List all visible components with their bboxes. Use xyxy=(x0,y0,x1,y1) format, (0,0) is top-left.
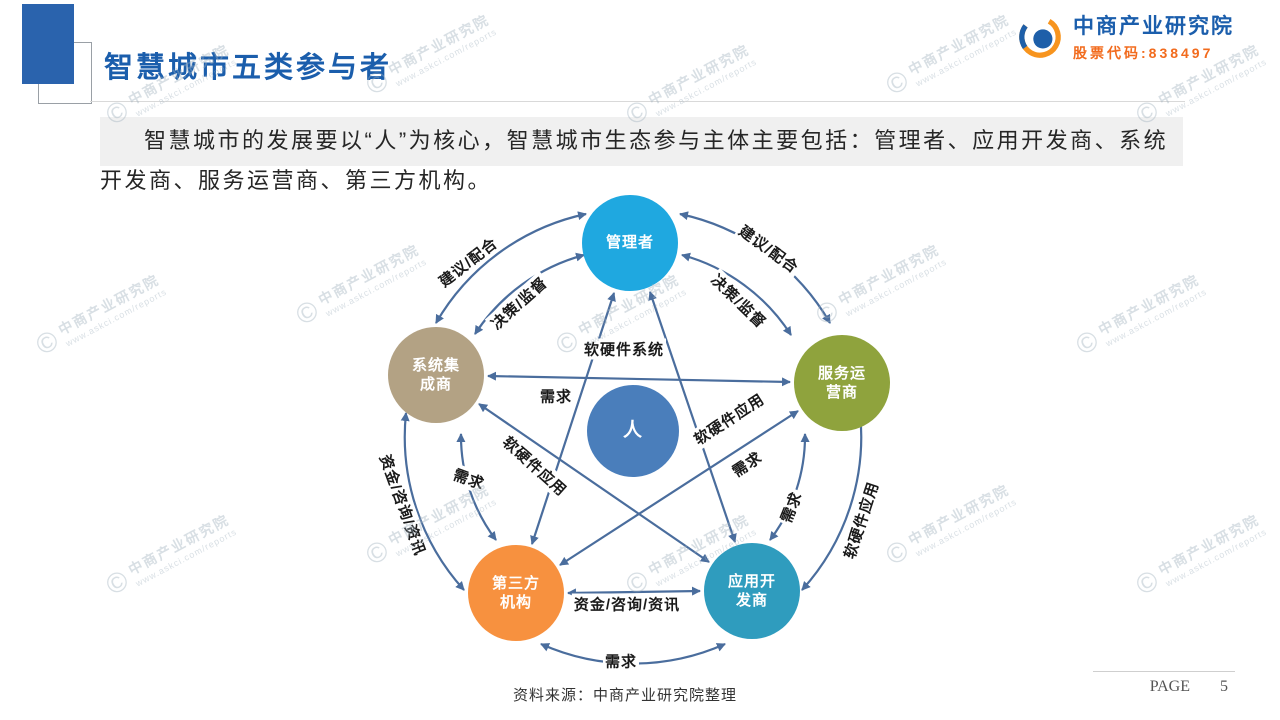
intro-highlight-bar xyxy=(100,117,1183,166)
source-note: 资料来源：中商产业研究院整理 xyxy=(512,687,737,704)
node-manager: 管理者 xyxy=(582,195,678,291)
page-number: 5 xyxy=(1220,678,1228,695)
node-app-developer: 应用开 发商 xyxy=(704,543,800,639)
page-label: PAGE xyxy=(1149,678,1190,695)
node-third-party: 第三方 机构 xyxy=(468,545,564,641)
page-indicator: PAGE 5 xyxy=(1150,678,1228,696)
node-service-operator-label: 服务运 营商 xyxy=(817,364,866,402)
edge-system-service xyxy=(487,371,791,387)
node-manager-label: 管理者 xyxy=(605,234,654,252)
node-app-developer-label: 应用开 发商 xyxy=(727,572,776,610)
node-people-center: 人 xyxy=(587,385,679,477)
node-service-operator: 服务运 营商 xyxy=(794,335,890,431)
brand-name: 中商产业研究院 xyxy=(1073,15,1234,38)
footer-divider xyxy=(1093,671,1235,672)
node-system-integrator: 系统集 成商 xyxy=(388,327,484,423)
node-people-label: 人 xyxy=(622,419,643,441)
slide-title: 智慧城市五类参与者 xyxy=(104,52,393,84)
brand-block: 中商产业研究院 股票代码:838497 xyxy=(1017,10,1234,63)
edge-third-app xyxy=(567,586,701,598)
header-divider xyxy=(90,101,1185,102)
edge-arc-topleft-outer xyxy=(435,211,587,324)
edge-arc-topright-inner xyxy=(681,252,792,336)
brand-logo-icon xyxy=(1019,15,1061,58)
edge-label: 软硬件系统 xyxy=(581,338,667,360)
edge-label: 资金/咨询/资讯 xyxy=(571,593,683,615)
brand-stock-code: 股票代码:838497 xyxy=(1073,45,1214,61)
node-system-integrator-label: 系统集 成商 xyxy=(411,356,460,394)
corner-decoration-square xyxy=(22,4,74,84)
edge-third-service xyxy=(559,410,799,566)
edge-arc-left-outer xyxy=(400,412,465,591)
node-third-party-label: 第三方 机构 xyxy=(491,574,540,612)
edge-label: 需求 xyxy=(537,385,575,407)
edge-label: 需求 xyxy=(602,650,640,672)
edge-arc-right-outer xyxy=(801,412,866,591)
intro-paragraph: 智慧城市的发展要以“人”为核心，智慧城市生态参与主体主要包括：管理者、应用开发商… xyxy=(100,128,1169,193)
